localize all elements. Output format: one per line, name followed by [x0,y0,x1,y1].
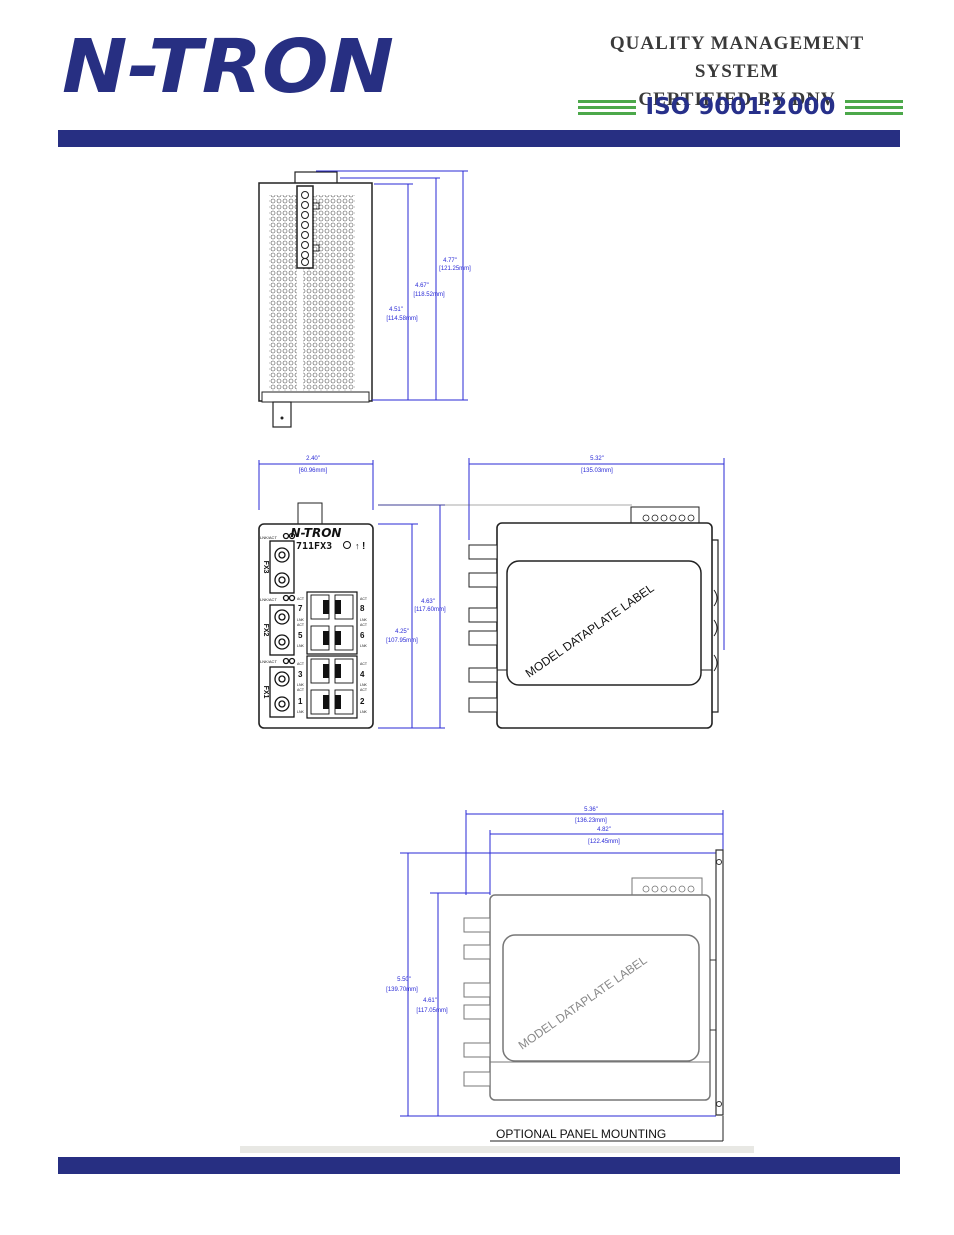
front-din-clip [297,502,323,525]
top-dim-1-in: 4.77" [443,258,457,264]
top-view [258,170,468,428]
fx2-label: FX2 [262,624,269,637]
port-3: 3 [298,670,303,679]
front-model: 711FX3 [296,541,332,552]
iso-text: ISO 9001:2000 [645,94,836,120]
front-h1-mm: [117.60mm] [414,607,446,613]
svg-text:ACT: ACT [360,623,368,627]
footer-bar [58,1157,900,1174]
svg-text:ACT: ACT [297,688,305,692]
svg-text:LNK: LNK [360,644,367,648]
svg-text:LNK: LNK [360,683,367,687]
front-h1-in: 4.63" [421,599,435,605]
front-h2-mm: [107.95mm] [386,638,418,644]
fx1-label: FX1 [262,686,269,699]
port-6: 6 [360,631,365,640]
panel-view [400,810,724,1142]
fx3-label: FX3 [262,561,269,574]
panel-depth1-in: 5.36" [584,807,598,813]
svg-text:↑: ↑ [355,541,360,551]
panel-h2-mm: [117.05mm] [416,1008,448,1014]
front-brand: N-TRON [291,526,342,540]
top-dim-3-in: 4.51" [389,307,403,313]
green-stripes-right [844,99,903,115]
svg-text:ACT: ACT [297,623,305,627]
svg-text:LNK: LNK [297,683,304,687]
svg-text:ACT: ACT [297,662,305,666]
side-dataplate [506,560,702,686]
panel-depth1-mm: [136.23mm] [575,818,607,824]
top-dim-3-mm: [114.58mm] [386,316,418,322]
svg-text:LNK: LNK [360,710,367,714]
port-4: 4 [360,670,365,679]
power-connector [296,185,314,269]
panel-dataplate [502,934,700,1062]
qms-block: QUALITY MANAGEMENT SYSTEM CERTIFIED BY D… [572,30,902,114]
qms-line-1: QUALITY MANAGEMENT SYSTEM [609,33,865,82]
lnkact-label-2: LNK/ACT [260,597,277,602]
svg-text:LNK: LNK [297,710,304,714]
front-width-mm: [60.96mm] [299,468,328,474]
port-1: 1 [298,697,303,706]
front-width-in: 2.40" [306,456,320,462]
svg-text:LNK: LNK [297,618,304,622]
panel-depth2-mm: [122.45mm] [588,839,620,845]
panel-bracket [715,849,724,1116]
panel-h1-mm: [139.70mm] [386,987,418,993]
top-dim-2-mm: [118.52mm] [413,292,445,298]
green-stripes-left [578,99,636,115]
svg-text:ACT: ACT [297,597,305,601]
top-din-clip [294,171,338,185]
port-5: 5 [298,631,303,640]
side-depth-in: 5.32" [590,456,604,462]
svg-text:ACT: ACT [360,597,368,601]
port-7: 7 [298,604,303,613]
top-dim-2-in: 4.67" [415,283,429,289]
front-h2-in: 4.25" [395,629,409,635]
footer-shadow [240,1146,754,1153]
side-depth-mm: [135.03mm] [581,468,613,474]
port-2: 2 [360,697,365,706]
svg-text:ACT: ACT [360,662,368,666]
header-bar [58,130,900,147]
logo-text: N-TRON [62,30,394,100]
panel-caption: OPTIONAL PANEL MOUNTING [496,1127,666,1141]
front-view: N-TRON 711FX3 ↑ ! [258,460,445,729]
panel-h2-in: 4.61" [423,998,437,1004]
qms-line-2: CERTIFIED BY DNV [638,89,836,110]
panel-depth2-in: 4.82" [597,827,611,833]
top-ground-stud [272,401,292,428]
side-view [378,458,725,729]
svg-text:!: ! [362,541,365,552]
svg-text:LNK: LNK [360,618,367,622]
lnkact-label-1: LNK/ACT [260,535,277,540]
iso-badge: ISO 9001:2000 [578,90,903,124]
top-dim-1-mm: [121.25mm] [439,266,471,272]
port-8: 8 [360,604,365,613]
top-vents-left [269,195,297,391]
ntron-logo: N-TRON [62,30,394,100]
svg-text:ACT: ACT [360,688,368,692]
lnkact-label-3: LNK/ACT [260,659,277,664]
panel-h1-in: 5.50" [397,977,411,983]
svg-text:LNK: LNK [297,644,304,648]
